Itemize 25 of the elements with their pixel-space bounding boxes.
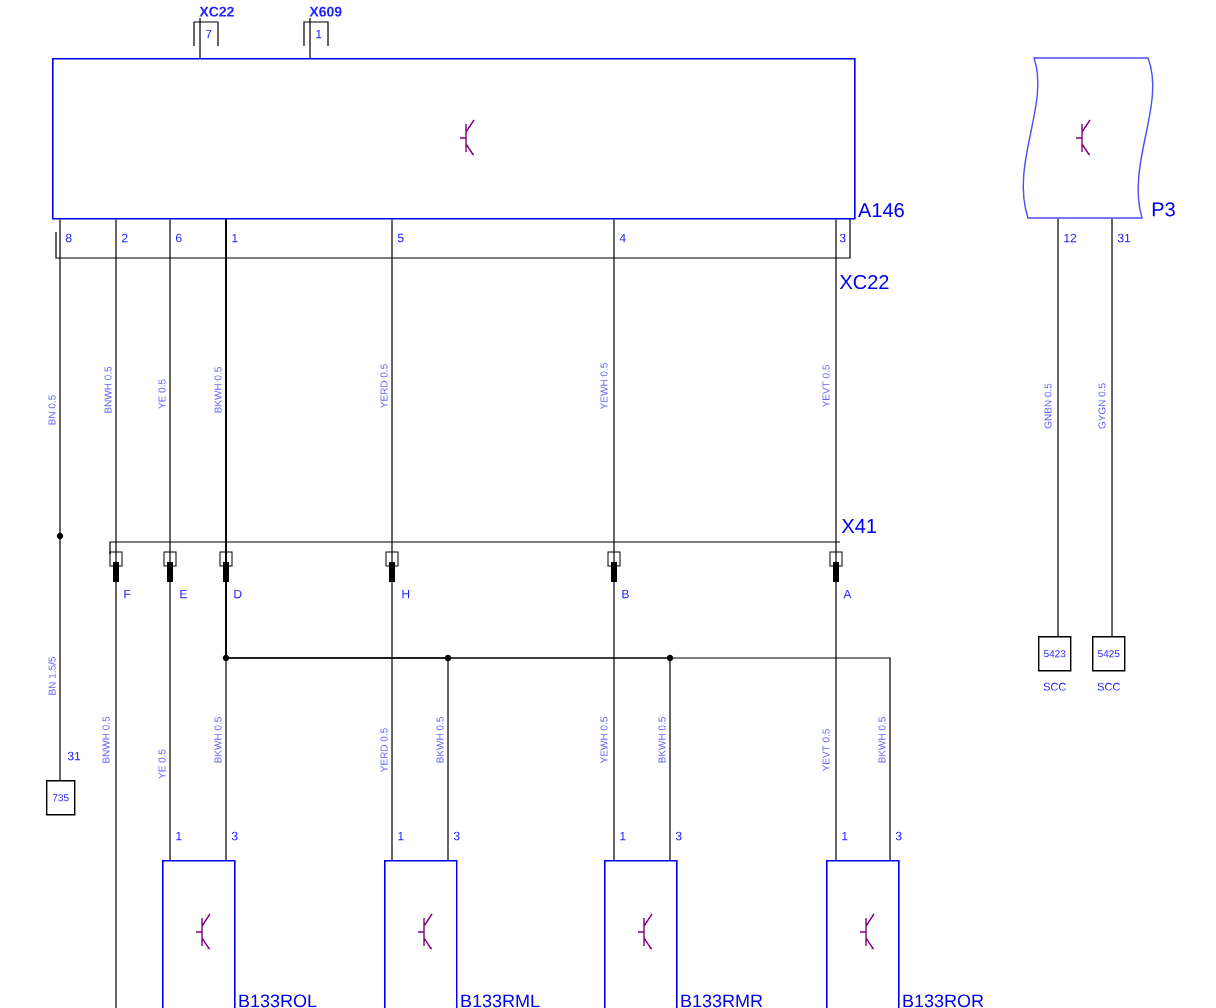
- module-box: A146: [52, 58, 904, 220]
- connector-name: X41: [841, 519, 877, 533]
- wire: [199, 17, 201, 59]
- wire: [1111, 218, 1113, 637]
- wire: [59, 219, 61, 781]
- node-label: B133ROR: [903, 994, 984, 1008]
- wire: [225, 219, 891, 861]
- node-label: P3: [1152, 202, 1175, 217]
- node-label: B133RML: [461, 994, 540, 1008]
- wire: [309, 17, 311, 59]
- wire: [115, 219, 117, 1008]
- sensor-box: B133ROL: [162, 860, 317, 1008]
- wire: [1057, 218, 1059, 637]
- sensor-box: B133RMR: [604, 860, 763, 1008]
- sensor-box: B133ROR: [826, 860, 984, 1008]
- wire: [169, 219, 171, 861]
- node-label: B133ROL: [239, 994, 317, 1008]
- wire: [391, 219, 393, 861]
- node-label: B133RMR: [681, 994, 763, 1008]
- sensor-box: B133RML: [384, 860, 540, 1008]
- wire: [835, 219, 837, 861]
- instrument-panel-box: P3: [1022, 57, 1175, 219]
- node-label: A146: [858, 203, 904, 218]
- connector-name: XC22: [839, 274, 889, 290]
- wire: [613, 219, 615, 861]
